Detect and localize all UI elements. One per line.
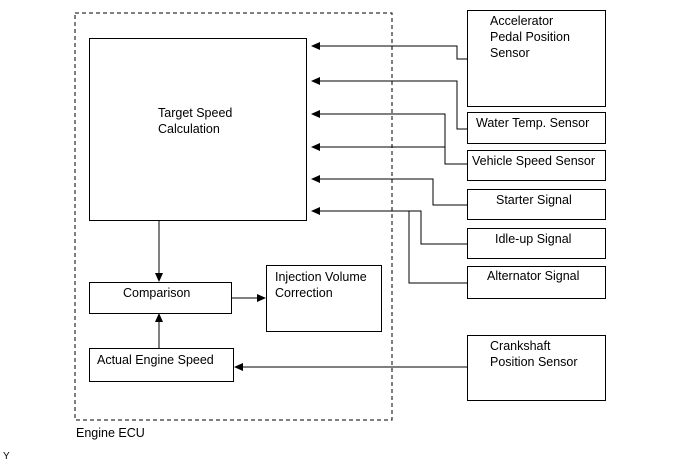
wire-alternator bbox=[408, 211, 467, 284]
wire-vehicle-speed bbox=[311, 110, 467, 165]
ecu-boundary bbox=[74, 12, 393, 421]
actual-engine-speed-label: Actual Engine Speed bbox=[97, 353, 214, 367]
wire-starter bbox=[311, 175, 467, 206]
starter-signal-label: Starter Signal bbox=[496, 193, 572, 207]
idle-up-signal-label: Idle-up Signal bbox=[495, 232, 572, 246]
water-temp-sensor-label: Water Temp. Sensor bbox=[476, 116, 590, 130]
injection-volume-block: Injection Volume Correction bbox=[266, 265, 382, 332]
crankshaft-sensor-label: Crankshaft Position Sensor bbox=[490, 339, 578, 369]
comparison-label: Comparison bbox=[123, 286, 191, 300]
idle-up-signal-box: Idle-up Signal bbox=[467, 228, 606, 259]
engine-ecu-label: Engine ECU bbox=[76, 426, 145, 440]
vehicle-speed-sensor-label: Vehicle Speed Sensor bbox=[472, 154, 596, 168]
footer-code: Y bbox=[3, 451, 10, 462]
target-speed-label: Target Speed Calculation bbox=[158, 106, 233, 136]
target-speed-block: Target Speed Calculation bbox=[89, 38, 307, 221]
starter-signal-box: Starter Signal bbox=[467, 189, 606, 220]
comparison-block: Comparison bbox=[89, 282, 232, 314]
actual-engine-speed-block: Actual Engine Speed bbox=[89, 348, 234, 382]
injection-volume-label: Injection Volume Correction bbox=[275, 270, 367, 300]
crankshaft-sensor-box: Crankshaft Position Sensor bbox=[467, 335, 606, 401]
wire-idle-up bbox=[311, 207, 467, 245]
wire-water-temp bbox=[311, 77, 467, 130]
vehicle-speed-sensor-box: Vehicle Speed Sensor bbox=[467, 150, 606, 181]
accelerator-sensor-box: Accelerator Pedal Position Sensor bbox=[467, 10, 606, 107]
accelerator-sensor-label: Accelerator Pedal Position Sensor bbox=[490, 14, 570, 60]
water-temp-sensor-box: Water Temp. Sensor bbox=[467, 112, 606, 144]
alternator-signal-box: Alternator Signal bbox=[467, 266, 606, 299]
wire-accelerator bbox=[311, 42, 467, 60]
alternator-signal-label: Alternator Signal bbox=[487, 269, 580, 283]
